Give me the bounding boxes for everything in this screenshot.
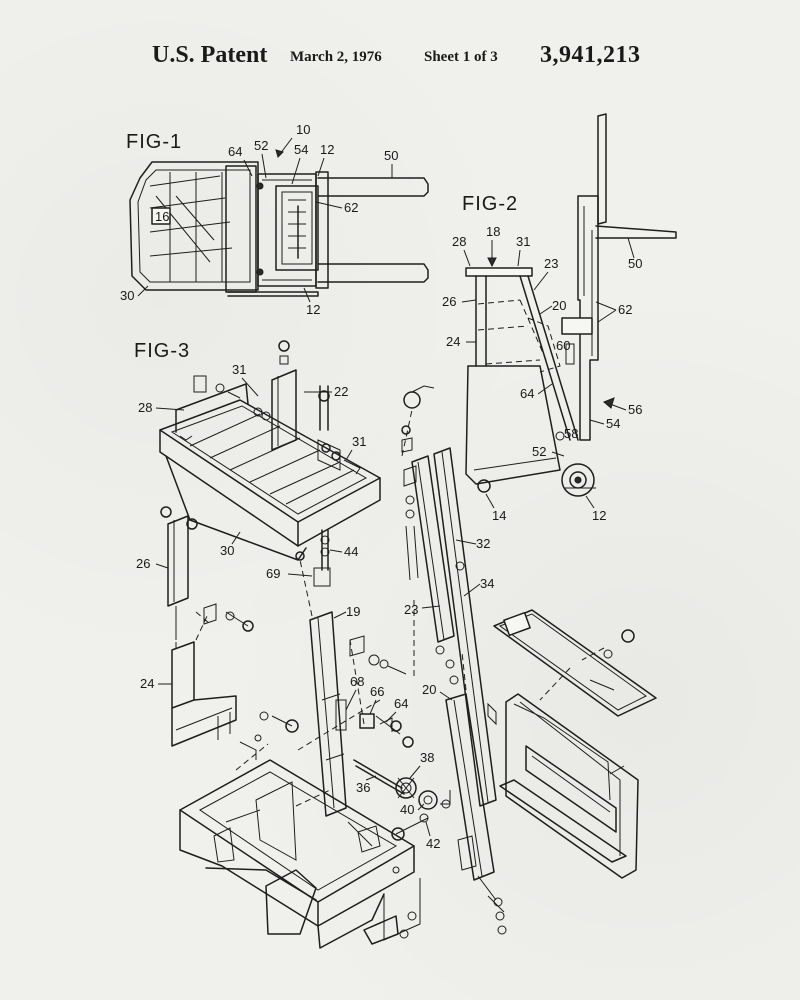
fig2-ref-26: 26 [442, 294, 456, 309]
fig2-ref-24: 24 [446, 334, 460, 349]
fig1-ref-12-bottom: 12 [306, 302, 320, 317]
fig1-ref-62: 62 [344, 200, 358, 215]
fig2-title: FIG-2 [462, 193, 518, 215]
fig2-ref-14: 14 [492, 508, 506, 523]
fig2-ref-58: 58 [564, 426, 578, 441]
fig3-ref-31-top: 31 [232, 362, 246, 377]
fig3-ref-22: 22 [334, 384, 348, 399]
fig2-ref-20: 20 [552, 298, 566, 313]
fig3-ref-69: 69 [266, 566, 280, 581]
fig3-ref-68: 68 [350, 674, 364, 689]
fig3-ref-66: 66 [370, 684, 384, 699]
fig3-ref-30: 30 [220, 543, 234, 558]
fig2-ref-23: 23 [544, 256, 558, 271]
fig1-title: FIG-1 [126, 131, 182, 153]
fig3-ref-64: 64 [394, 696, 408, 711]
fig1-ref-52: 52 [254, 138, 268, 153]
fig2-drawing: FIG-2 50 62 28 [442, 114, 676, 523]
fig3-ref-19: 19 [346, 604, 360, 619]
fig3-ref-42: 42 [426, 836, 440, 851]
fig3-ref-44: 44 [344, 544, 358, 559]
fig1-ref-50: 50 [384, 148, 398, 163]
fig2-ref-62: 62 [618, 302, 632, 317]
fig1-ref-16: 16 [155, 209, 169, 224]
fig3-ref-40: 40 [400, 802, 414, 817]
fig1-drawing: FIG-1 16 10 64 52 54 12 50 [120, 122, 428, 317]
fig3-ref-23: 23 [404, 602, 418, 617]
fig3-ref-28: 28 [138, 400, 152, 415]
fig2-ref-52: 52 [532, 444, 546, 459]
fig3-ref-38: 38 [420, 750, 434, 765]
fig1-ref-30: 30 [120, 288, 134, 303]
fig2-ref-12: 12 [592, 508, 606, 523]
fig3-ref-31-right: 31 [352, 434, 366, 449]
fig2-ref-50: 50 [628, 256, 642, 271]
fig3-ref-26: 26 [136, 556, 150, 571]
fig1-ref-10: 10 [296, 122, 310, 137]
fig3-ref-24: 24 [140, 676, 154, 691]
fig2-ref-56: 56 [628, 402, 642, 417]
fig1-ref-54: 54 [294, 142, 308, 157]
fig2-ref-64: 64 [520, 386, 534, 401]
fig2-ref-28: 28 [452, 234, 466, 249]
fig3-ref-36: 36 [356, 780, 370, 795]
fig1-ref-12-top: 12 [320, 142, 334, 157]
fig3-ref-20: 20 [422, 682, 436, 697]
fig2-ref-18: 18 [486, 224, 500, 239]
fig3-ref-32: 32 [476, 536, 490, 551]
fig2-ref-60: 60 [556, 338, 570, 353]
fig3-ref-34: 34 [480, 576, 494, 591]
fig3-title: FIG-3 [134, 340, 190, 362]
fig2-ref-31: 31 [516, 234, 530, 249]
fig1-ref-64: 64 [228, 144, 242, 159]
fig2-ref-54: 54 [606, 416, 620, 431]
